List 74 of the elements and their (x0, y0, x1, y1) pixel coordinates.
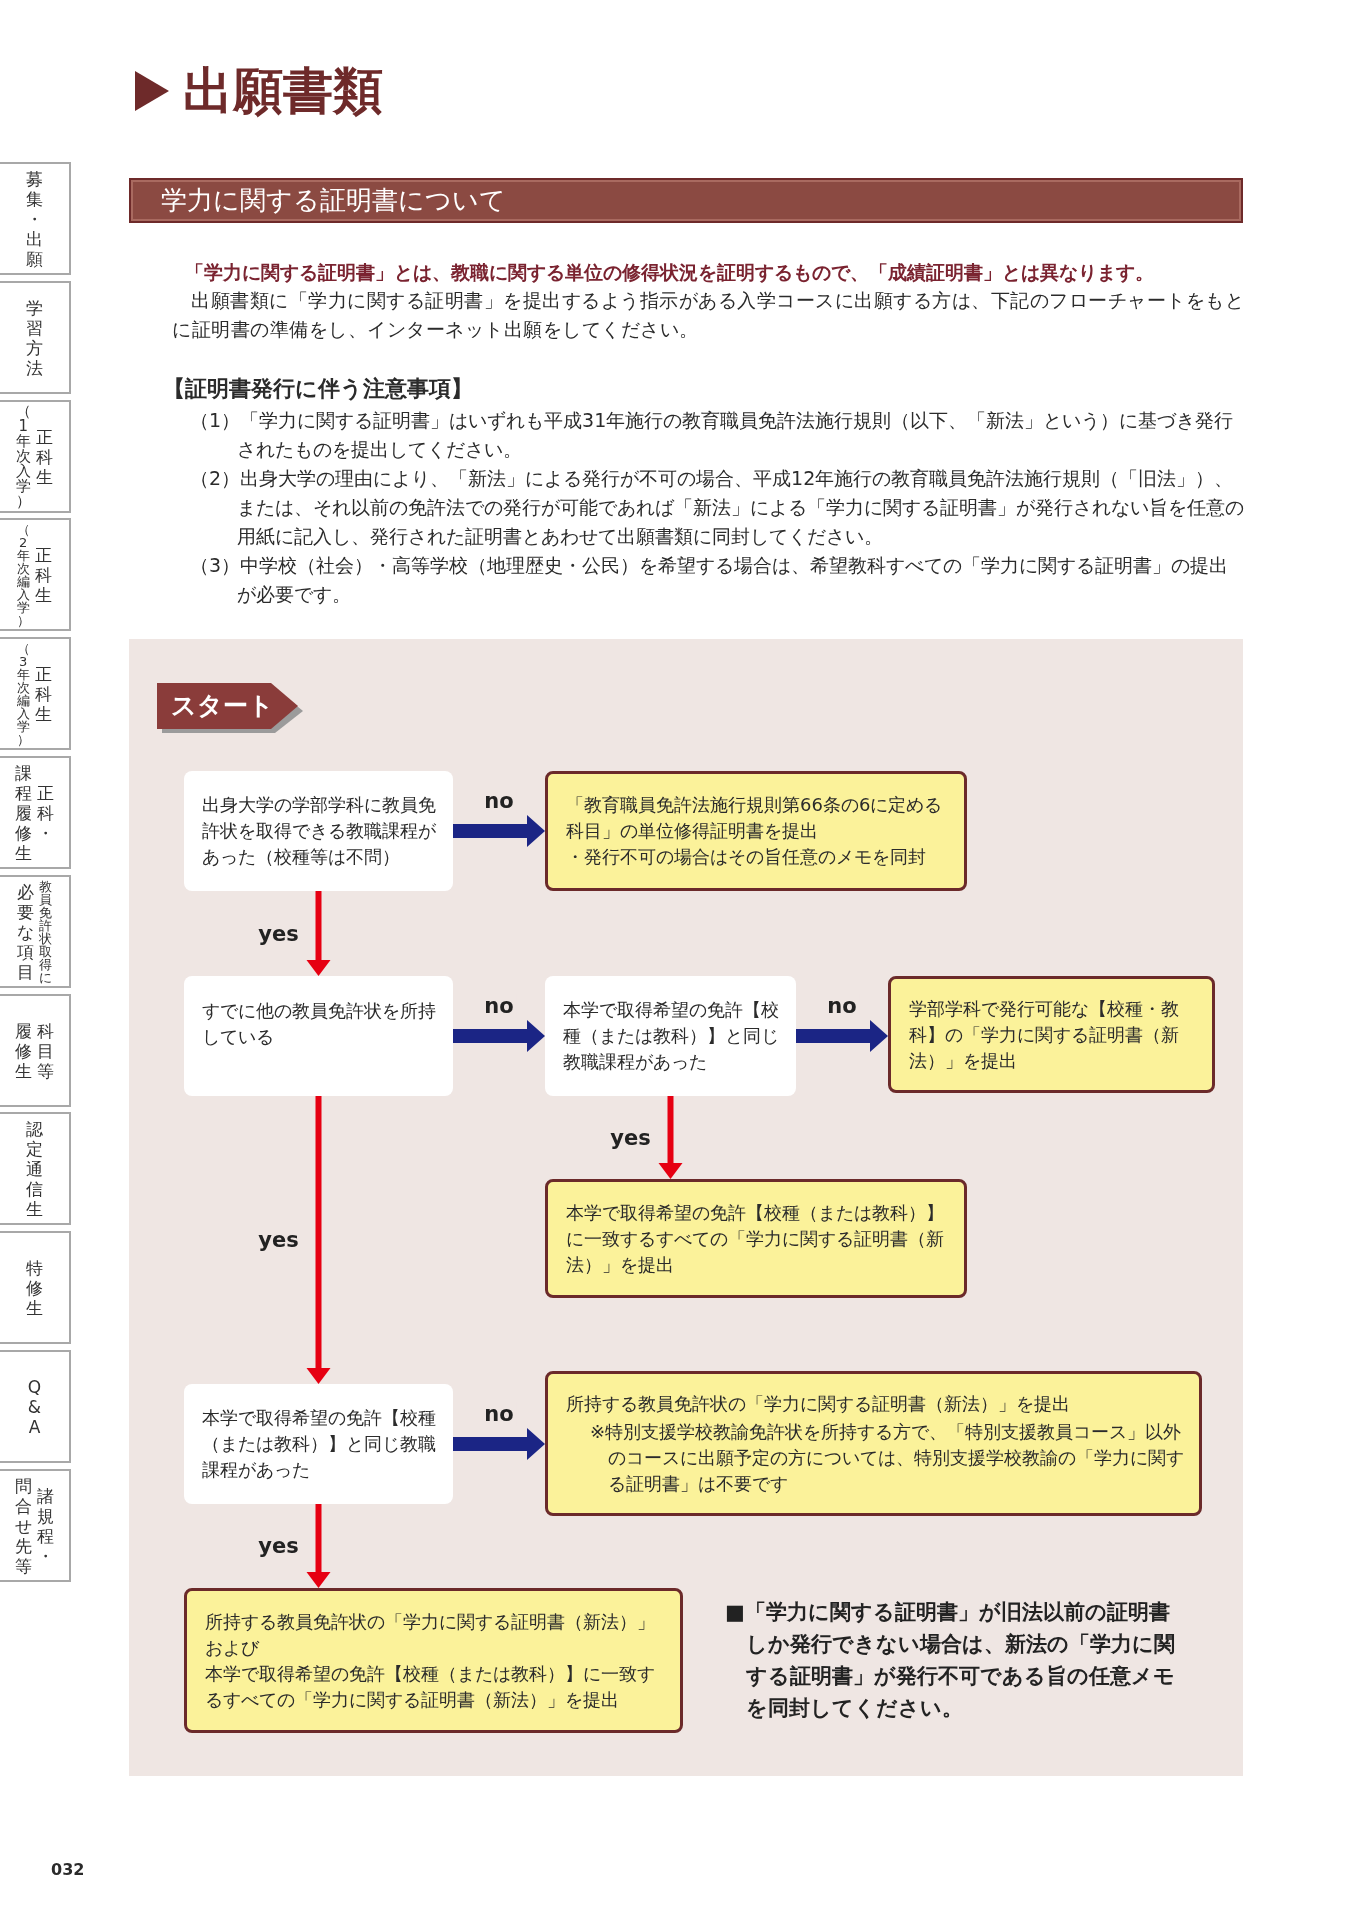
result-box (184, 1588, 683, 1733)
tab-label: 問合せ先等 (13, 1475, 33, 1576)
arrow (306, 891, 331, 976)
tab-label: 認定通信生 (25, 1118, 44, 1219)
active-side-tab (0, 162, 71, 275)
result-box (545, 1371, 1202, 1516)
box-text: 「教育職員免許法施行規則第66条の6に定める科目」の単位修得証明書を提出 (566, 793, 944, 843)
box-text: 本学で取得希望の免許【校種（または教科）】に一致するすべての「学力に関する証明書（新法）」を提出 (566, 1200, 945, 1277)
result-box (545, 771, 967, 891)
tab-label: 履修生 (13, 1020, 33, 1081)
notes-heading: 【証明書発行に伴う注意事項】 (163, 375, 474, 403)
note-item: （3）中学校（社会）・高等学校（地理歴史・公民）を希望する場合は、希望教科すべての「学力に関する証明書」の提出が必要です。 (189, 553, 1230, 607)
question-box (184, 1384, 453, 1504)
side-tab (0, 875, 71, 988)
tab-label: （1年次入学） (14, 404, 32, 509)
note-item: （2）出身大学の理由により、「新法」による発行が不可の場合、平成12年施行の教育職員免許法施行規則（「旧法」）、または、それ以前の免許法での発行が可能であれば「新法」による「学力に関する証明書」が発行されない旨を任意の用紙に記入し、発行された証明書とあわせて出願書類に同封してください。 (189, 466, 1245, 549)
intro-text: 出願書類に「学力に関する証明書」を提出するよう指示がある入学コースに出願する方は、下記のフローチャートをもとに証明書の準備をし、インターネット出願をしてください。 (172, 288, 1244, 342)
tab-label: 募集・出願 (25, 168, 44, 269)
box-text: ※特別支援学校教諭免許状を所持する方で、「特別支援教員コース」以外のコースに出願予定の方については、特別支援学校教諭の「学力に関する証明書」は不要です (589, 1419, 1185, 1496)
box-text: 本学で取得希望の免許【校種（または教科）】と同じ教職課程があった (202, 1406, 437, 1482)
tab-label: 学習方法 (25, 297, 44, 378)
tab-label: 科目等 (36, 1020, 56, 1081)
arrow (306, 1504, 331, 1588)
side-tab (0, 400, 71, 513)
tab-label: 特修生 (25, 1257, 44, 1318)
note-item: （1）「学力に関する証明書」はいずれも平成31年施行の教育職員免許法施行規則（以下、「新法」という）に基づき発行されたものを提出してください。 (189, 408, 1235, 462)
tab-label: 正科生 (35, 426, 55, 487)
tab-label: 必要な項目 (16, 881, 35, 982)
box-text: 本学で取得希望の免許【校種（または教科）】と同じ教職課程があった (563, 998, 780, 1074)
tab-label: 課程履修生 (13, 762, 33, 863)
intro-text: 「学力に関する証明書」とは、教職に関する単位の修得状況を証明するもので、「成績証明書」とは異なります。 (185, 260, 1155, 285)
arrow (306, 1096, 331, 1384)
box-text: すでに他の教員免許状を所持している (202, 999, 437, 1049)
box-text: 本学で取得希望の免許【校種（または教科）】に一致するすべての「学力に関する証明書（新法）」を提出 (205, 1661, 656, 1712)
side-tab (0, 1350, 71, 1463)
start-tag (157, 683, 303, 733)
question-box (184, 771, 453, 891)
arrow (796, 1020, 888, 1052)
box-text: 出身大学の学部学科に教員免許状を取得できる教職課程があった（校種等は不問） (202, 793, 437, 869)
side-tab (0, 1469, 71, 1582)
side-tab (0, 281, 71, 394)
page-title: 出願書類 (183, 61, 383, 122)
side-tab (0, 1231, 71, 1344)
box-text: 学部学科で発行可能な【校種・教科】の「学力に関する証明書（新法）」を提出 (909, 996, 1180, 1073)
box-text: 所持する教員免許状の「学力に関する証明書（新法）」を提出 (566, 1391, 1071, 1416)
box-text: 所持する教員免許状の「学力に関する証明書（新法）」 (205, 1609, 656, 1634)
tab-label: 教員免許状取得に (38, 879, 53, 984)
arrow (453, 1020, 545, 1052)
tag-text: スタート (170, 690, 275, 722)
result-box (888, 976, 1215, 1093)
side-tab (0, 637, 71, 750)
arrow (453, 1428, 545, 1460)
tab-label: 正科生 (34, 663, 53, 724)
tab-label: Q&A (26, 1376, 43, 1437)
tab-label: 正科・ (36, 782, 56, 843)
page-number: 032 (51, 1860, 85, 1879)
side-tab (0, 1112, 71, 1225)
section-heading-bar (129, 178, 1243, 223)
side-tab (0, 756, 71, 869)
side-tab (0, 518, 71, 631)
question-box (545, 976, 796, 1096)
arrow (658, 1096, 683, 1179)
box-text: および (205, 1635, 261, 1660)
result-box (545, 1179, 967, 1298)
note-text: ■「学力に関する証明書」が旧法以前の証明書しか発行できない場合は、新法の「学力に関する証明書」が発行不可である旨の任意メモを同封してください。 (725, 1599, 1176, 1722)
side-tab (0, 994, 71, 1107)
tab-label: 諸規程・ (36, 1485, 56, 1566)
tab-label: （3年次編入学） (16, 641, 31, 746)
tab-label: 正科生 (34, 544, 53, 605)
heading-text: 学力に関する証明書について (161, 184, 506, 217)
question-box (184, 976, 453, 1096)
arrow (453, 815, 545, 847)
box-text: ・発行不可の場合はその旨任意のメモを同封 (566, 845, 927, 869)
tab-label: （2年次編入学） (16, 522, 31, 627)
